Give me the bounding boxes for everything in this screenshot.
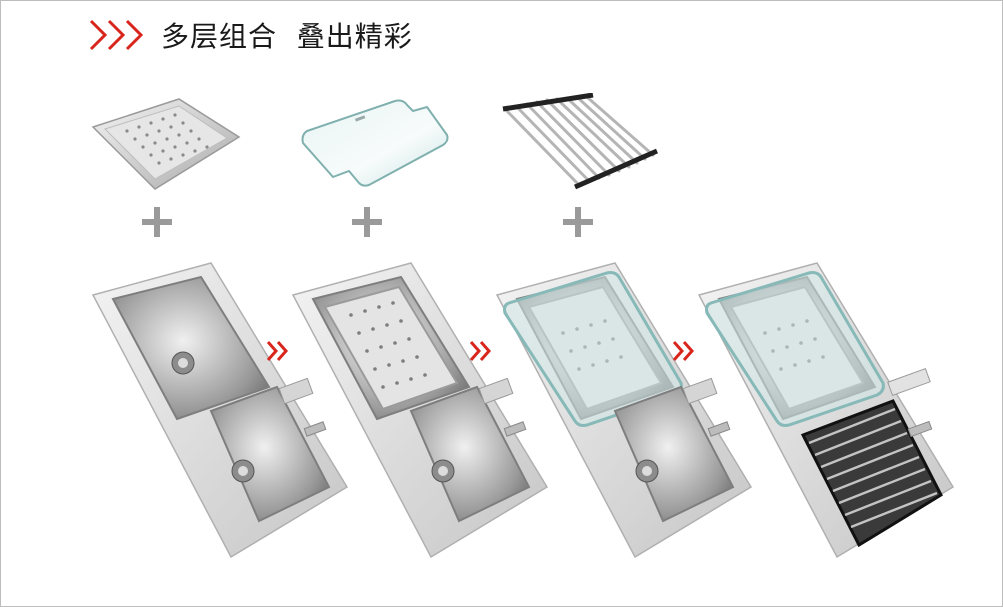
plus-icon: [563, 207, 593, 237]
triple-chevron-right-icon: [89, 19, 144, 51]
glass-board-icon: [301, 99, 449, 187]
drain-tray-icon: [91, 98, 241, 190]
double-chevron-right-icon: [266, 341, 289, 361]
sink-with-tray: [291, 262, 549, 559]
plus-icon: [352, 207, 382, 237]
plain-double-sink: [91, 262, 349, 559]
page-title: 多层组合 叠出精彩: [161, 20, 413, 53]
double-chevron-right-icon: [672, 341, 695, 361]
sink-with-tray-and-glass: [495, 262, 753, 559]
roll-rack-icon: [502, 93, 659, 190]
plus-icon: [142, 207, 172, 237]
heading: 多层组合 叠出精彩: [87, 15, 413, 55]
double-chevron-right-icon: [469, 341, 492, 361]
sink-with-tray-glass-and-rack: [697, 262, 955, 559]
